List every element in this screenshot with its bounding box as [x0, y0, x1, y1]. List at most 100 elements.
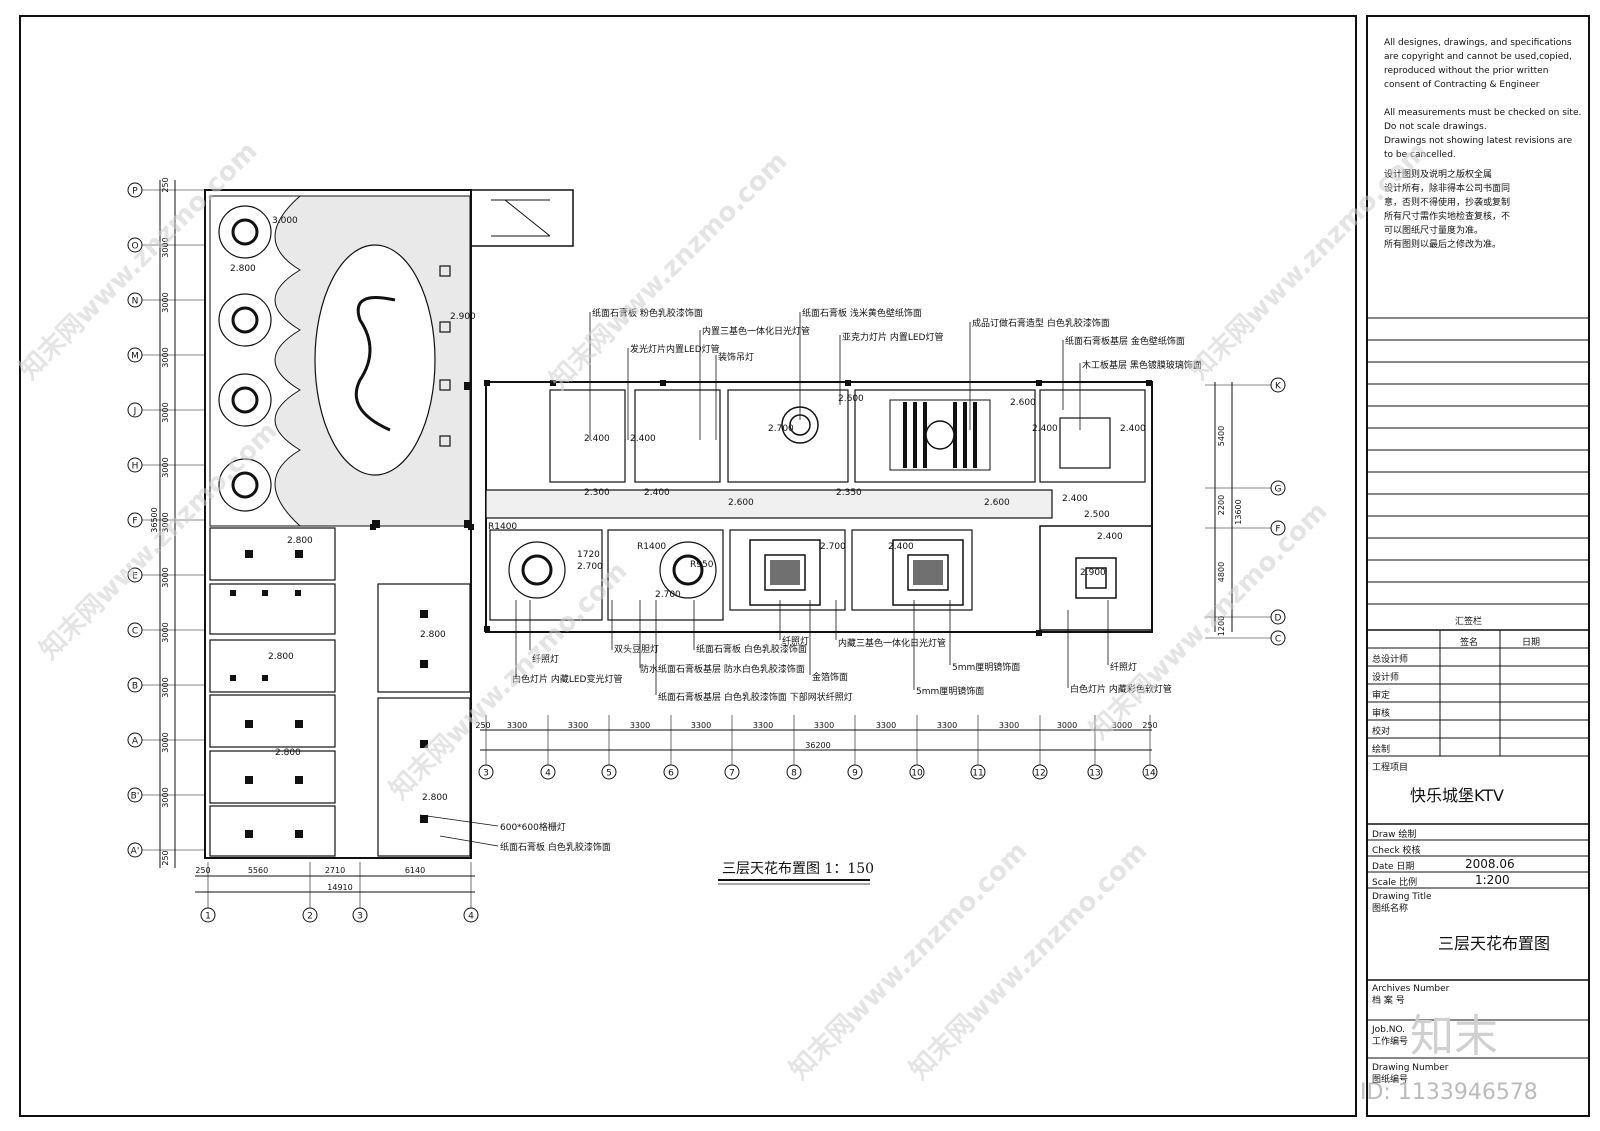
grid-right-row-3-label: D: [1275, 614, 1282, 624]
level-27: 2.700: [768, 424, 794, 434]
bottom-left-axis: [195, 875, 475, 893]
right-dim: 1200: [1217, 616, 1226, 636]
grid-row-7-label: E: [132, 572, 138, 582]
level-16: 2.600: [728, 498, 754, 508]
grid-right-row-2-label: F: [1275, 525, 1280, 535]
right-grid-axis: [1214, 382, 1233, 632]
bottom-right-dim: 3000: [1112, 721, 1132, 730]
callout-bottom-0: 纤照灯: [532, 655, 560, 665]
level-4: 2.800: [268, 652, 294, 662]
grid-right-row-0-label: K: [1275, 382, 1282, 392]
bottom-left-dim: 2710: [325, 866, 345, 875]
callout-bottom-7: 金箔饰面: [812, 673, 849, 683]
left-dim: 3000: [161, 402, 170, 422]
grid-col-right-9-label: 12: [1034, 769, 1045, 779]
draw-label: Draw 绘制: [1372, 830, 1417, 840]
callout-top-6: 成品订做石膏造型 白色乳胶漆饰面: [972, 319, 1110, 329]
grid-right-row-1: G: [1270, 480, 1286, 496]
title-block-grid: [1367, 317, 1589, 1059]
grid-col-right-5: 8: [786, 764, 802, 780]
right-dim-total: 13600: [1234, 499, 1243, 524]
left-dim-top: 250: [161, 177, 170, 192]
grid-row-6: F: [127, 512, 143, 528]
right-building-block: [485, 381, 1153, 633]
grid-row-11-label: B': [131, 792, 140, 802]
grid-row-10-label: A: [132, 737, 139, 747]
check-label: Check 校核: [1372, 846, 1421, 856]
archives-label: Archives Number 档 案 号: [1372, 984, 1450, 1006]
grid-col-right-6: 9: [847, 764, 863, 780]
radius-1: R1400: [637, 542, 667, 552]
callout-bottom-1: 白色灯片 内藏LED变光灯管: [512, 675, 623, 685]
grid-col-right-9: 12: [1032, 764, 1048, 780]
grid-row-12-label: A': [131, 847, 140, 857]
grid-col-right-4-label: 7: [729, 769, 735, 779]
level-5: 2.800: [275, 748, 301, 758]
left-grid-axis: [159, 180, 176, 868]
grid-row-5-label: H: [132, 462, 139, 472]
level-12: 2.400: [1120, 424, 1146, 434]
grid-col-right-0-label: 3: [483, 769, 489, 779]
level-17: 2.350: [836, 488, 862, 498]
grid-col-left-0: 1: [200, 907, 216, 923]
bottom-right-dim: 3300: [568, 721, 588, 730]
level-25: 2.400: [1097, 532, 1123, 542]
callout-left-1: 纸面石膏板 白色乳胶漆饰面: [500, 843, 611, 853]
grid-right-row-3: D: [1270, 609, 1286, 625]
level-26: 2.900: [1080, 568, 1106, 578]
level-8: 2.400: [584, 434, 610, 444]
grid-col-right-11: 14: [1142, 764, 1158, 780]
title-value: 三层天花布置图: [1438, 934, 1551, 953]
grid-col-left-3-label: 4: [468, 912, 474, 922]
title-block-border: [1366, 15, 1590, 1117]
logo-text: 知末: [1410, 1011, 1498, 1062]
callout-bottom-8: 内藏三基色一体化日光灯管: [838, 639, 947, 649]
grid-right-row-4-label: C: [1275, 635, 1281, 645]
left-dim: 3000: [161, 347, 170, 367]
grid-col-left-2-label: 3: [357, 912, 363, 922]
left-dim: 3000: [161, 732, 170, 752]
bottom-right-dim: 250: [475, 721, 490, 730]
bottom-right-total: 36200: [805, 741, 830, 750]
grid-row-1-label: O: [131, 242, 138, 252]
drawing-border: [19, 15, 1357, 1117]
role-2: 审定: [1372, 691, 1391, 701]
level-7: 2.800: [230, 264, 256, 274]
callout-top-3: 装饰吊灯: [718, 353, 755, 363]
level-19: 2.400: [1062, 494, 1088, 504]
left-dim-total: 36500: [150, 507, 159, 532]
measurement-note-en: All measurements must be checked on site…: [1384, 108, 1582, 160]
left-dim: 3000: [161, 787, 170, 807]
left-dim: 3000: [161, 237, 170, 257]
grid-col-right-3-label: 6: [668, 769, 674, 779]
callout-top-4: 纸面石膏板 浅米黄色壁纸饰面: [802, 309, 922, 319]
role-4: 校对: [1372, 727, 1391, 737]
callout-top-2: 内置三基色一体化日光灯管: [702, 327, 811, 337]
grid-col-left-1-label: 2: [307, 912, 313, 922]
grid-row-12: A': [127, 842, 143, 858]
grid-col-right-10: 13: [1087, 764, 1103, 780]
col-date: 日期: [1522, 638, 1541, 648]
callout-bottom-5: 纸面石膏板 白色乳胶漆饰面: [696, 645, 807, 655]
level-14: 2.300: [584, 488, 610, 498]
bottom-right-dim: 3300: [630, 721, 650, 730]
grid-row-8: C: [127, 622, 143, 638]
level-11: 2.400: [1032, 424, 1058, 434]
callout-bottom-10: 5mm厘明镜饰面: [916, 687, 985, 697]
room-grid-fixtures: [370, 380, 1152, 636]
bottom-right-dim: 3300: [753, 721, 773, 730]
level-1: 3.000: [272, 216, 298, 226]
callout-top-0: 纸面石膏板 粉色乳胶漆饰面: [592, 309, 703, 319]
bottom-right-dim: 3300: [876, 721, 896, 730]
grid-col-left-3: 4: [463, 907, 479, 923]
date-label: Date 日期: [1372, 862, 1415, 872]
grid-col-right-0: 3: [478, 764, 494, 780]
col-sign: 签名: [1460, 638, 1479, 648]
grid-col-left-2: 3: [352, 907, 368, 923]
role-1: 设计师: [1372, 673, 1400, 683]
grid-col-left-1: 2: [302, 907, 318, 923]
bottom-right-dim: 3300: [814, 721, 834, 730]
left-dim: 3000: [161, 512, 170, 532]
radius-3: R950: [690, 560, 714, 570]
